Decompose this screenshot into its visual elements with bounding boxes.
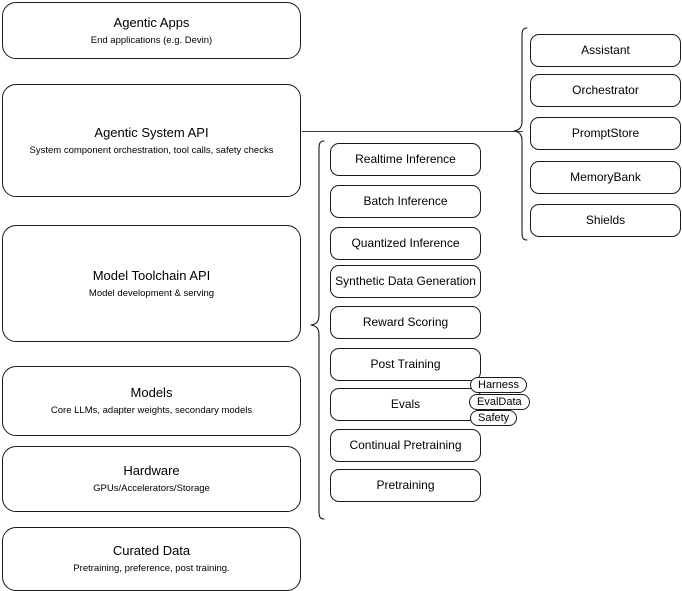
toolchain-box-post-training[interactable]: Post Training — [330, 348, 481, 381]
system-box-promptstore[interactable]: PromptStore — [530, 117, 681, 150]
layer-card-agentic-apps[interactable]: Agentic Apps End applications (e.g. Devi… — [2, 2, 301, 59]
layer-card-models[interactable]: Models Core LLMs, adapter weights, secon… — [2, 366, 301, 436]
system-box-shields[interactable]: Shields — [530, 204, 681, 237]
box-label: Evals — [390, 397, 421, 411]
layer-subtitle: End applications (e.g. Devin) — [90, 34, 213, 46]
box-label: Batch Inference — [363, 194, 448, 208]
system-box-assistant[interactable]: Assistant — [530, 34, 681, 67]
toolchain-box-quantized-inference[interactable]: Quantized Inference — [330, 227, 481, 260]
layer-card-curated-data[interactable]: Curated Data Pretraining, preference, po… — [2, 527, 301, 591]
system-box-orchestrator[interactable]: Orchestrator — [530, 74, 681, 107]
box-label: Shields — [585, 213, 626, 227]
box-label: Continual Pretraining — [349, 438, 462, 452]
layer-subtitle: System component orchestration, tool cal… — [29, 144, 274, 156]
box-label: PromptStore — [571, 126, 640, 140]
layer-card-model-toolchain-api[interactable]: Model Toolchain API Model development & … — [2, 225, 301, 342]
layer-subtitle: Pretraining, preference, post training. — [73, 563, 230, 574]
toolchain-box-reward-scoring[interactable]: Reward Scoring — [330, 306, 481, 339]
toolchain-box-pretraining[interactable]: Pretraining — [330, 469, 481, 502]
brace-agentic-system-group — [513, 27, 528, 241]
connector-system-api-to-components — [302, 131, 523, 132]
toolchain-box-synthetic-data-generation[interactable]: Synthetic Data Generation — [330, 265, 481, 298]
eval-pill-harness[interactable]: Harness — [470, 377, 527, 393]
brace-model-toolchain-group — [310, 140, 325, 520]
layer-card-hardware[interactable]: Hardware GPUs/Accelerators/Storage — [2, 446, 301, 512]
toolchain-box-continual-pretraining[interactable]: Continual Pretraining — [330, 429, 481, 462]
layer-subtitle: Core LLMs, adapter weights, secondary mo… — [50, 405, 253, 416]
layer-subtitle: GPUs/Accelerators/Storage — [93, 483, 210, 494]
box-label: Post Training — [370, 357, 441, 371]
pill-label: EvalData — [477, 395, 522, 408]
pill-label: Harness — [478, 378, 519, 391]
layer-title: Agentic System API — [94, 124, 209, 140]
toolchain-box-batch-inference[interactable]: Batch Inference — [330, 185, 481, 218]
box-label: Pretraining — [376, 478, 435, 492]
box-label: Quantized Inference — [351, 236, 460, 250]
box-label: Synthetic Data Generation — [335, 274, 476, 288]
box-label: Realtime Inference — [355, 152, 456, 166]
system-box-memorybank[interactable]: MemoryBank — [530, 161, 681, 194]
box-label: Orchestrator — [572, 83, 639, 97]
layer-card-agentic-system-api[interactable]: Agentic System API System component orch… — [2, 84, 301, 197]
box-label: Reward Scoring — [362, 315, 449, 329]
layer-subtitle: Model development & serving — [88, 287, 215, 299]
eval-pill-evaldata[interactable]: EvalData — [469, 394, 530, 410]
layer-title: Hardware — [123, 463, 180, 478]
box-label: MemoryBank — [570, 170, 641, 184]
eval-pill-safety[interactable]: Safety — [470, 410, 518, 426]
layer-title: Agentic Apps — [113, 14, 190, 30]
layer-title: Curated Data — [112, 543, 191, 558]
pill-label: Safety — [478, 411, 510, 424]
toolchain-box-evals[interactable]: Evals — [330, 388, 481, 421]
layer-title: Model Toolchain API — [92, 267, 211, 283]
box-label: Assistant — [581, 43, 630, 57]
layer-title: Models — [130, 385, 173, 400]
toolchain-box-realtime-inference[interactable]: Realtime Inference — [330, 143, 481, 176]
